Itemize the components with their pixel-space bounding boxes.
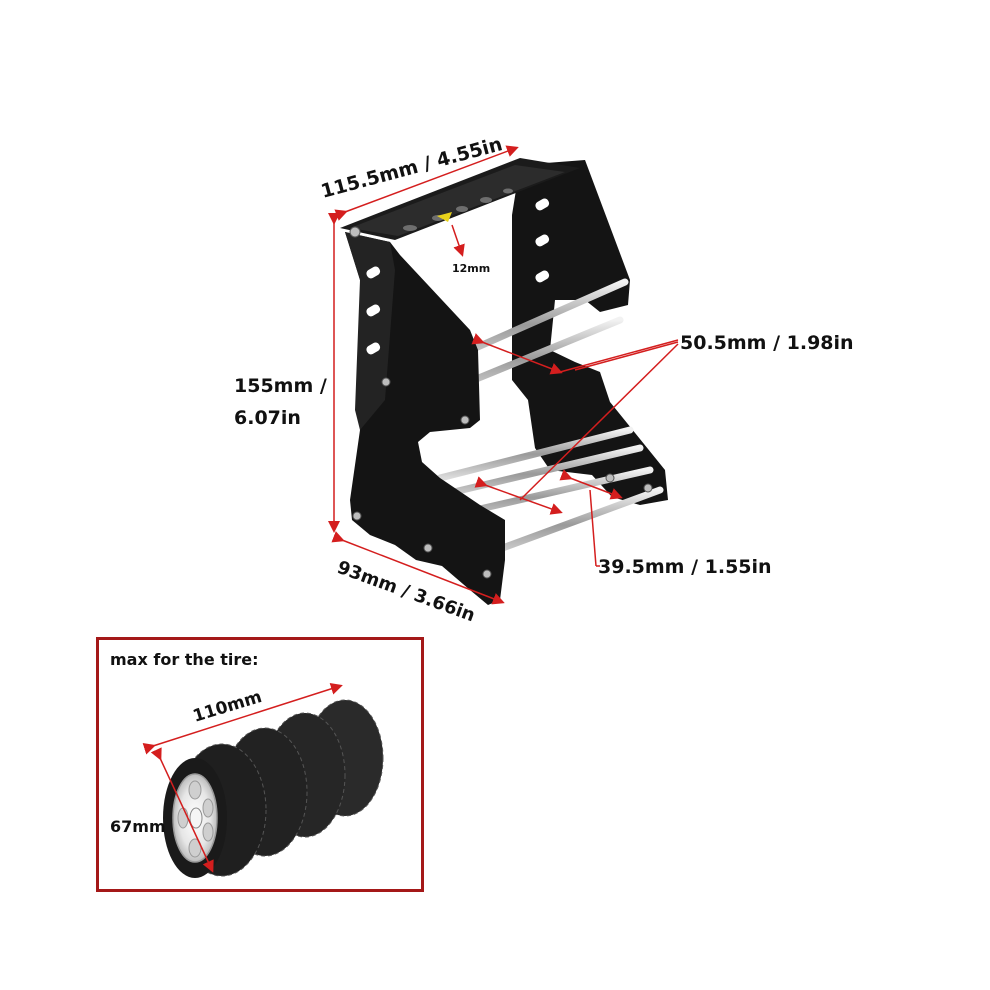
tire-size-box — [96, 637, 424, 892]
height-label-mm: 155mm / — [234, 375, 327, 397]
tire-width-label: 110mm — [191, 687, 265, 727]
tier-spacing-label: 50.5mm / 1.98in — [680, 332, 854, 354]
height-label-in: 6.07in — [234, 407, 301, 429]
tire-dimension-arrows — [142, 683, 343, 873]
slot-label: 12mm — [452, 262, 490, 275]
tire-box-caption: max for the tire: — [110, 650, 259, 669]
rack-back-panel — [512, 160, 668, 505]
dimension-arrows — [328, 145, 679, 605]
panel-slots — [366, 198, 550, 355]
rod-spacing-label: 39.5mm / 1.55in — [598, 556, 772, 578]
tire-rack — [340, 158, 668, 605]
tire-diameter-label: 67mm — [110, 817, 166, 836]
